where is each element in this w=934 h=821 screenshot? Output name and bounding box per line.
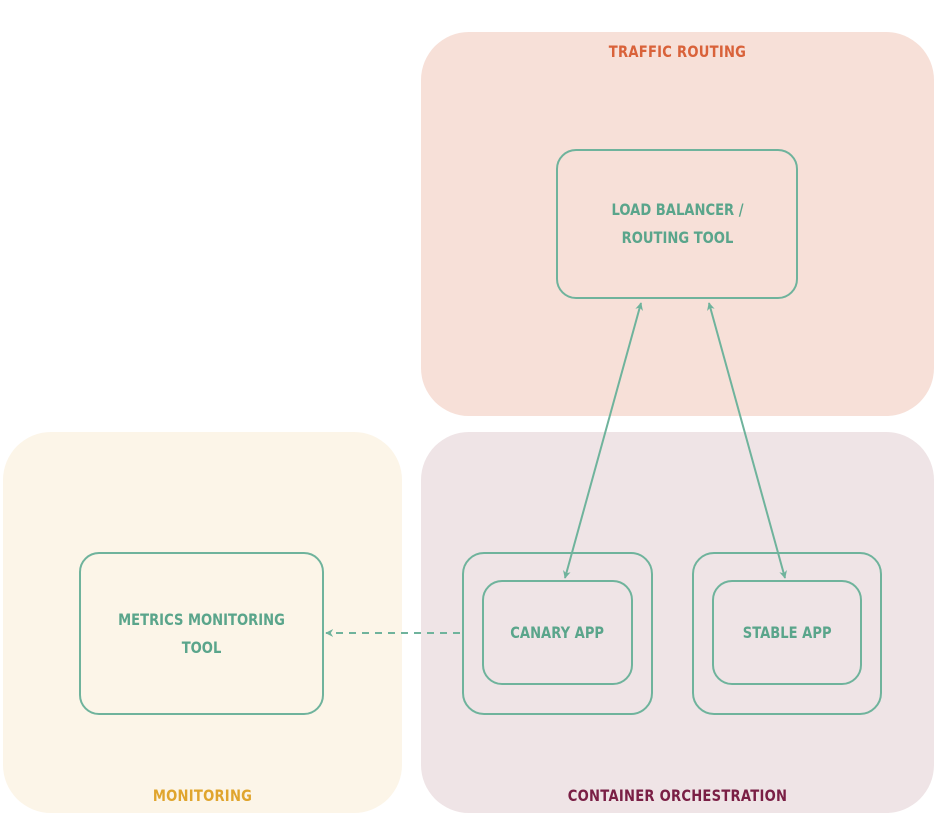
metrics-monitoring-node[interactable]: METRICS MONITORING TOOL: [79, 552, 324, 715]
load-balancer-label: LOAD BALANCER / ROUTING TOOL: [610, 200, 743, 247]
group-traffic-routing-label: TRAFFIC ROUTING: [608, 42, 747, 61]
metrics-monitoring-label: METRICS MONITORING TOOL: [118, 609, 285, 657]
stable-app-node[interactable]: STABLE APP: [712, 580, 862, 685]
stable-app-container: [692, 552, 882, 715]
group-monitoring: MONITORING: [3, 432, 402, 813]
canary-app-container: [462, 552, 653, 715]
canary-app-node[interactable]: CANARY APP: [482, 580, 633, 685]
group-container-orchestration-label: CONTAINER ORCHESTRATION: [567, 786, 788, 805]
group-container-orchestration: CONTAINER ORCHESTRATION: [421, 432, 934, 813]
canary-app-label: CANARY APP: [510, 622, 605, 642]
group-traffic-routing: TRAFFIC ROUTING: [421, 32, 934, 416]
group-monitoring-label: MONITORING: [152, 786, 253, 805]
stable-app-label: STABLE APP: [742, 622, 832, 642]
load-balancer-node[interactable]: LOAD BALANCER / ROUTING TOOL: [556, 149, 798, 299]
